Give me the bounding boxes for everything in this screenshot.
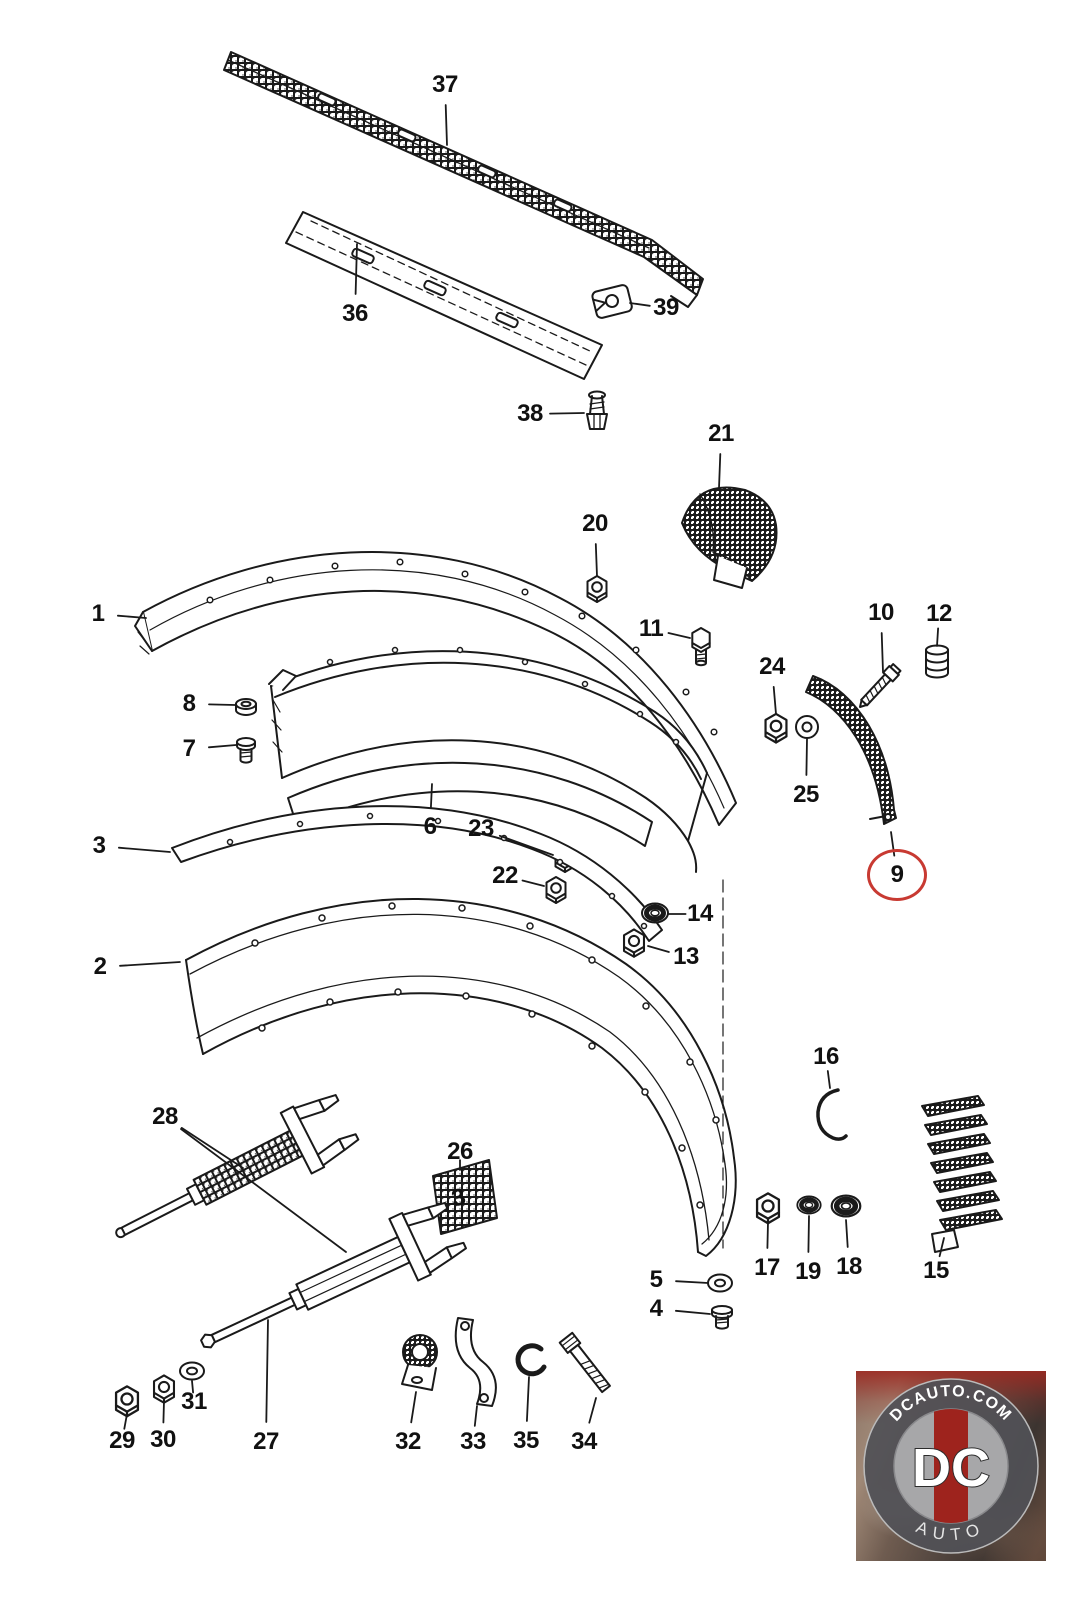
dcauto-watermark: DCAUTO.COM DC AUTO xyxy=(856,1371,1046,1561)
part-5-washer xyxy=(707,1273,733,1293)
part-3-lower-strip xyxy=(171,805,663,942)
part-31-washer xyxy=(179,1361,205,1381)
part-33-bracket xyxy=(454,1317,497,1407)
part-39-clip-nut xyxy=(591,284,633,319)
part-8-nut xyxy=(235,698,257,716)
part-21-bracket-cover xyxy=(681,486,778,589)
part-26-marking: 3 xyxy=(449,1183,468,1212)
part-16-wire-clip xyxy=(816,1088,848,1141)
part-36-closing-panel xyxy=(285,211,603,380)
part-18-washer xyxy=(832,1196,861,1217)
part-26-shim-plate: 3 xyxy=(432,1159,498,1235)
part-7-screw xyxy=(236,737,256,764)
part-19-grommet xyxy=(797,1196,820,1213)
part-24-nut xyxy=(764,712,788,744)
part-30-nut xyxy=(152,1374,176,1404)
part-32-clamp xyxy=(401,1334,438,1391)
part-29-nut xyxy=(114,1385,140,1418)
dcauto-badge: DCAUTO.COM DC AUTO xyxy=(863,1378,1039,1554)
part-20-nut xyxy=(586,575,608,603)
part-2-bumper xyxy=(185,879,737,1257)
part-12-spring-clip xyxy=(925,644,949,679)
part-22-nut xyxy=(545,876,567,904)
part-9-bracket xyxy=(805,675,897,825)
part-14-washer xyxy=(642,904,668,923)
part-1-upper-molding xyxy=(134,550,737,826)
part-15-protection-plate xyxy=(921,1095,1003,1253)
part-38-screw xyxy=(586,390,608,430)
part-25-washer xyxy=(795,715,819,739)
part-11-bolt xyxy=(691,627,711,667)
part-35-circlip xyxy=(515,1343,547,1377)
badge-red-stripe xyxy=(934,1409,968,1523)
part-13-nut xyxy=(622,928,646,958)
part-37-sill-rail xyxy=(223,51,704,308)
part-6-center-section xyxy=(268,646,708,873)
part-4-screw xyxy=(711,1305,733,1330)
part-17-nut xyxy=(755,1192,781,1225)
leader-lines xyxy=(117,104,945,1430)
part-28-shock-absorber xyxy=(115,1094,360,1239)
part-10-screw xyxy=(859,663,902,708)
part-27-shock-absorber xyxy=(200,1201,467,1349)
badge-brand-text: DC xyxy=(912,1438,990,1498)
part-34-bolt xyxy=(558,1331,611,1394)
